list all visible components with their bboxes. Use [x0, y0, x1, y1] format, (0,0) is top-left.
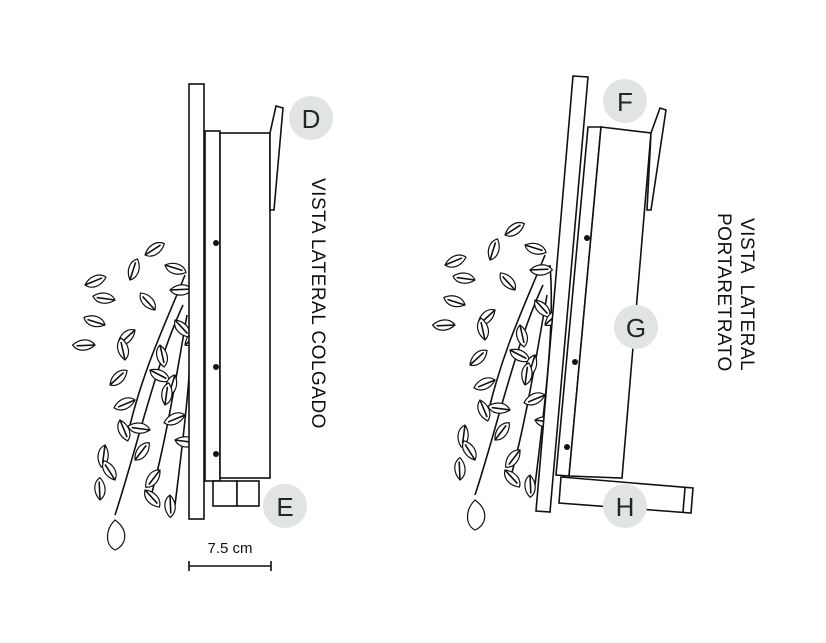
callout-g-label: G — [626, 313, 646, 343]
right-top-clip — [646, 106, 667, 211]
callout-d-label: D — [302, 104, 321, 134]
callout-f-label: F — [617, 87, 633, 117]
left-top-clip — [269, 104, 284, 211]
screw — [213, 364, 219, 370]
callout-d: D — [289, 96, 333, 140]
screw — [572, 359, 578, 365]
left-thin-panel — [204, 130, 221, 482]
right-back-board — [535, 75, 589, 513]
left-bottom-foot-2 — [236, 480, 260, 507]
screw — [564, 444, 570, 450]
left-back-board — [188, 83, 205, 520]
callout-f: F — [603, 79, 647, 123]
left-view-title: VISTA LATERAL COLGADO — [307, 178, 328, 429]
screw — [213, 240, 219, 246]
callout-h: H — [603, 484, 647, 528]
left-view: 7.5 cm VISTA LATERAL COLGADO — [72, 83, 328, 571]
right-view-title-line2: PORTARETRATO — [713, 213, 734, 372]
right-box-body — [568, 126, 652, 479]
width-dimension-label: 7.5 cm — [207, 540, 252, 557]
callout-e-label: E — [276, 492, 293, 522]
callout-h-label: H — [616, 492, 635, 522]
screw — [213, 451, 219, 457]
right-view-title-line1: VISTA LATERAL — [736, 218, 757, 371]
callout-e: E — [263, 484, 307, 528]
right-view: VISTA LATERAL PORTARETRATO — [432, 75, 757, 530]
screw — [584, 235, 590, 241]
callout-g: G — [614, 305, 658, 349]
left-bottom-foot — [212, 480, 238, 507]
left-box-body — [219, 132, 271, 479]
left-plant — [72, 240, 206, 550]
